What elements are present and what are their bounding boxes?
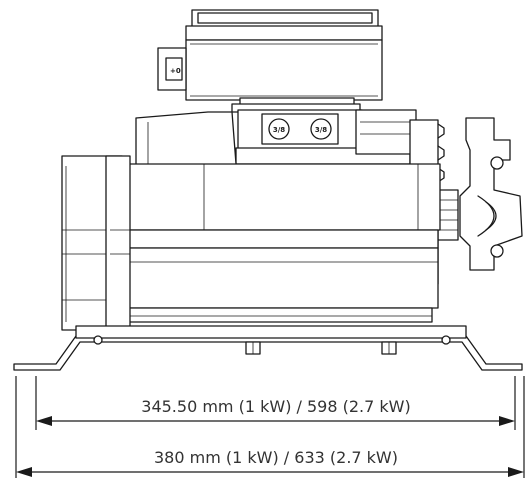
port-left-label: 3/8 bbox=[273, 126, 285, 134]
port-right-label: 3/8 bbox=[315, 126, 327, 134]
outer-dimension-arrow-left bbox=[16, 467, 32, 477]
inner-dimension: 345.50 mm (1 kW) / 598 (2.7 kW) bbox=[36, 397, 515, 426]
fan-cover bbox=[61, 155, 131, 331]
outer-dimension: 380 mm (1 kW) / 633 (2.7 kW) bbox=[16, 448, 524, 477]
port-block: 3/8 3/8 bbox=[235, 109, 411, 165]
inner-dimension-arrow-left bbox=[36, 416, 52, 426]
inner-dimension-label: 345.50 mm (1 kW) / 598 (2.7 kW) bbox=[141, 397, 410, 416]
inner-dimension-arrow-right bbox=[499, 416, 515, 426]
port-left bbox=[268, 118, 290, 140]
outer-dimension-label: 380 mm (1 kW) / 633 (2.7 kW) bbox=[154, 448, 398, 467]
mounting-base bbox=[13, 325, 523, 371]
junction-box: +0 bbox=[157, 9, 383, 113]
svg-text:+0: +0 bbox=[170, 67, 181, 75]
outer-dimension-arrow-right bbox=[508, 467, 524, 477]
motor-body bbox=[119, 111, 441, 323]
port-right bbox=[310, 118, 332, 140]
end-connector bbox=[459, 117, 523, 271]
